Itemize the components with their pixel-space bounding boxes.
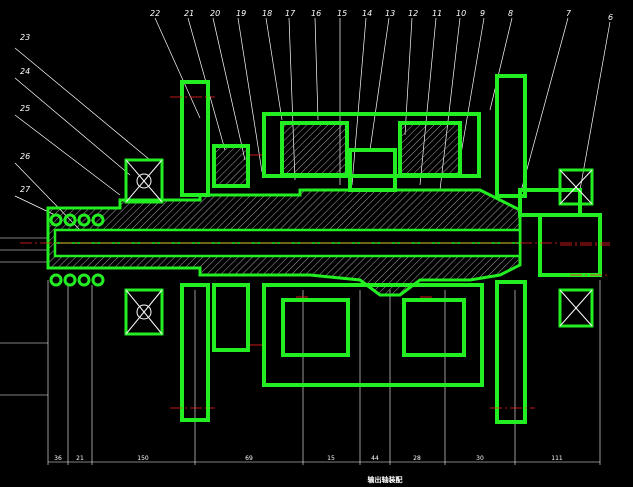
part-label-13: 13 bbox=[385, 9, 395, 18]
bearings bbox=[124, 158, 594, 336]
extension-lines bbox=[47, 280, 601, 465]
part-label-11: 11 bbox=[432, 9, 442, 18]
part-label-22: 22 bbox=[150, 9, 160, 18]
part-label-24: 24 bbox=[20, 67, 30, 76]
shaft-section bbox=[46, 188, 522, 297]
dimension-label: 44 bbox=[371, 455, 379, 462]
drawing-caption: 输出轴装配 bbox=[368, 475, 403, 484]
centerlines bbox=[20, 96, 610, 409]
part-label-6: 6 bbox=[608, 13, 613, 22]
dimension-label: 111 bbox=[551, 455, 563, 462]
part-label-23: 23 bbox=[20, 33, 30, 42]
part-label-15: 15 bbox=[337, 9, 347, 18]
part-labels: 22 21 20 19 18 17 16 15 14 13 12 11 10 9 8 7 6 23 24 25 26 27 bbox=[20, 9, 613, 194]
dimension-label: 21 bbox=[76, 455, 84, 462]
dimension-label: 28 bbox=[413, 455, 421, 462]
dimension-label: 15 bbox=[327, 455, 335, 462]
dimension-label: 69 bbox=[245, 455, 253, 462]
left-nuts bbox=[49, 213, 105, 287]
dimension-labels: 36 21 150 69 15 44 28 30 111 bbox=[54, 455, 563, 462]
part-label-25: 25 bbox=[20, 104, 30, 113]
part-label-12: 12 bbox=[408, 9, 418, 18]
part-label-17: 17 bbox=[285, 9, 296, 18]
left-flange bbox=[180, 80, 250, 422]
part-label-7: 7 bbox=[566, 9, 572, 18]
part-label-26: 26 bbox=[20, 152, 30, 161]
part-label-14: 14 bbox=[362, 9, 372, 18]
part-label-16: 16 bbox=[311, 9, 321, 18]
part-label-9: 9 bbox=[480, 9, 485, 18]
part-label-10: 10 bbox=[456, 9, 466, 18]
part-label-20: 20 bbox=[210, 9, 220, 18]
part-label-27: 27 bbox=[20, 185, 31, 194]
reference-lines bbox=[0, 237, 48, 396]
dimension-label: 36 bbox=[54, 455, 62, 462]
upper-housing bbox=[262, 112, 481, 192]
dimension-label: 150 bbox=[137, 455, 149, 462]
part-label-8: 8 bbox=[508, 9, 513, 18]
lower-housing bbox=[262, 283, 484, 387]
part-label-21: 21 bbox=[184, 9, 194, 18]
part-label-18: 18 bbox=[262, 9, 272, 18]
part-label-19: 19 bbox=[236, 9, 246, 18]
dimension-label: 30 bbox=[476, 455, 484, 462]
